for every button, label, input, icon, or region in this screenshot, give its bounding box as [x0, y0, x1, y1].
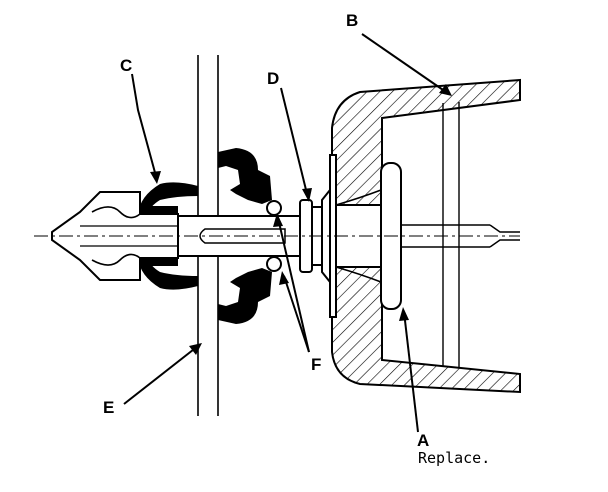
leader-lines	[123, 33, 447, 433]
grommet	[218, 148, 272, 324]
clip-c	[138, 182, 198, 290]
o-rings-f	[266, 200, 282, 272]
callout-e: E	[103, 398, 114, 417]
callout-f: F	[311, 355, 321, 374]
callout-c: C	[120, 56, 132, 75]
leader-arrowheads	[150, 84, 452, 355]
note-replace: Replace.	[418, 449, 490, 467]
callout-b: B	[346, 11, 358, 30]
housing-b	[331, 78, 521, 394]
callout-a: A	[417, 431, 429, 450]
callout-d: D	[267, 69, 279, 88]
